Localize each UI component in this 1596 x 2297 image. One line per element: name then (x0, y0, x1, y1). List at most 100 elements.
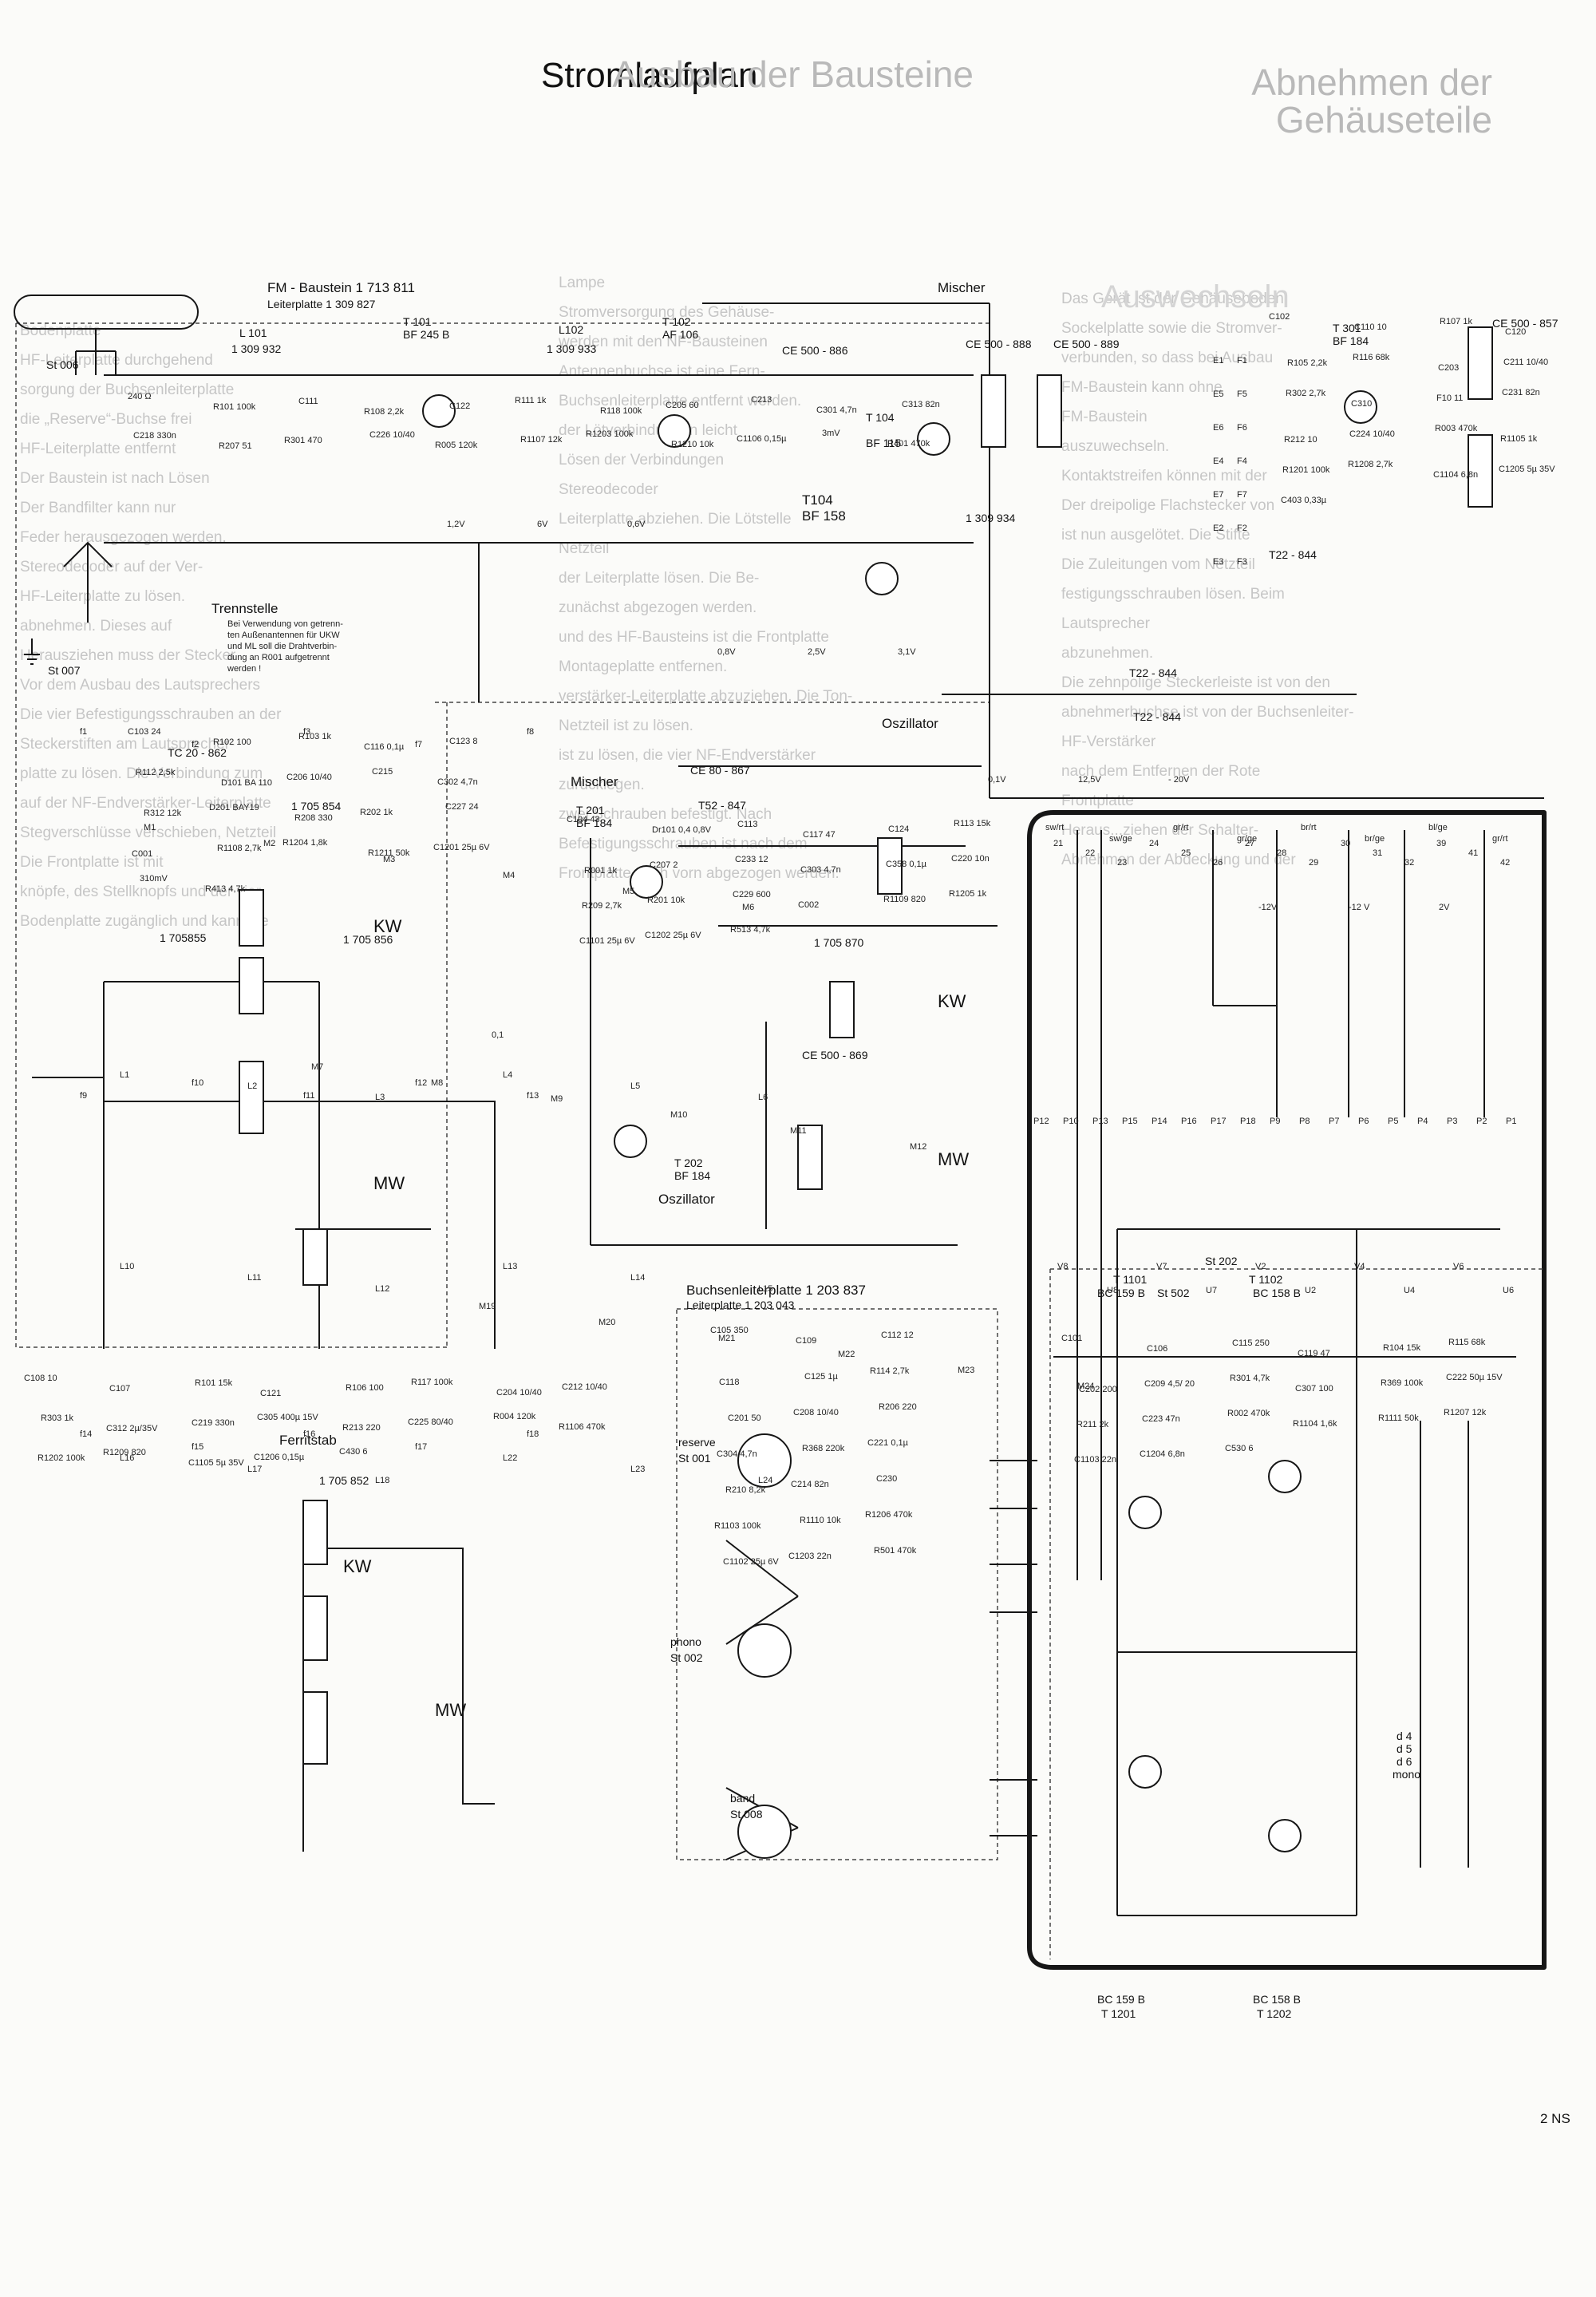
t201-label: T 201 (576, 804, 605, 816)
component-c111-14: C111 (298, 397, 318, 406)
ghost-line-45: platte zu lösen. Die Verbindung zum (20, 765, 263, 782)
component-c123-8-29: C123 8 (449, 737, 477, 746)
component-c1205-5-35v-138: C1205 5µ 35V (1499, 465, 1555, 474)
component-r118-100k-42: R118 100k (600, 406, 642, 416)
terminal-l24: L24 (758, 1476, 772, 1485)
ghost-line-39: Die vier Befestigungsschrauben an der (20, 706, 282, 723)
component-r369-100k-74: R369 100k (1381, 1378, 1424, 1388)
terminal-f16: f16 (303, 1429, 315, 1439)
t104-type: BF 115 (866, 437, 901, 449)
terminal-m9: M9 (551, 1094, 563, 1104)
ghost-line-29: Die Zuleitungen vom Netzteil (1061, 556, 1255, 573)
component-r001-1k-44: R001 1k (584, 866, 617, 876)
terminal-f8: f8 (527, 727, 534, 737)
component-c119-47-25: C119 47 (1298, 1349, 1330, 1358)
ghost-line-10: Antennenbuchse ist eine Fern- (559, 363, 765, 380)
ghost-line-57: knöpfe, des Stellknopfs und der vier (20, 884, 262, 900)
terminal-e7: E7 (1213, 490, 1223, 500)
am-antenna (24, 541, 113, 665)
switch-d6: d 6 (1396, 1755, 1412, 1768)
component-310mv-141: 310mV (140, 874, 168, 884)
component-c121-27: C121 (260, 1389, 281, 1398)
component-c102-5: C102 (1269, 312, 1290, 322)
ghost-line-6: sorgung der Buchsenleiterplatte (20, 382, 234, 398)
terminal-p10: P10 (1063, 1117, 1079, 1126)
ferrit-title: Ferritstab (279, 1433, 337, 1448)
component-r1109-820-114: R1109 820 (883, 895, 926, 904)
terminal-l1: L1 (120, 1070, 129, 1080)
pin-24: 24 (1149, 839, 1159, 848)
t1102-label: T 1102 (1249, 1273, 1283, 1286)
terminal-m10: M10 (670, 1110, 687, 1120)
terminal-m19: M19 (479, 1302, 496, 1311)
trennstelle-note-1: ten Außenantennen für UKW (227, 631, 340, 640)
din-sockets (737, 1433, 792, 1859)
voltage-11: 2V (1439, 903, 1450, 912)
ghost-line-43: verstärker-Leiterplatte abzuziehen. Die … (559, 688, 852, 705)
voltage-1: 6V (537, 520, 548, 529)
t1201-label: T 1201 (1101, 2007, 1136, 2020)
component-c224-10-40-96: C224 10/40 (1349, 429, 1395, 439)
terminal-l6: L6 (758, 1093, 768, 1102)
ghost-line-50: nach dem Entfernen der Rote (1061, 763, 1260, 780)
component-c124-30: C124 (888, 824, 909, 834)
ghost-heading-ausbau: Ausbau der Bausteine (612, 53, 974, 95)
ghost-line-1: Lampe (559, 275, 605, 291)
component-c212-10-40-55: C212 10/40 (562, 1382, 607, 1392)
ghost-line-40: Montageplatte entfernen. (559, 658, 727, 675)
terminal-v2: V2 (1255, 1262, 1266, 1271)
transistor-t1101-symbol (1128, 1496, 1162, 1529)
terminal-u2: U2 (1305, 1286, 1316, 1295)
pin-27: 27 (1245, 839, 1254, 848)
terminal-v7: V7 (1156, 1262, 1167, 1271)
t1202-label: T 1202 (1257, 2007, 1292, 2020)
amp-inner-frame (1049, 1268, 1544, 1959)
labels: FM - Baustein 1 713 811 Leiterplatte 1 3… (46, 280, 1570, 2126)
voltage-7: 12,5V (1078, 775, 1101, 785)
component-r1111-50k-116: R1111 50k (1378, 1413, 1419, 1423)
terminal-f2: f2 (192, 740, 199, 749)
st502-label: St 502 (1157, 1287, 1190, 1299)
ghost-line-52: zurücklegen. (559, 777, 645, 793)
component-c358-0-1-72: C358 0,1µ (886, 860, 927, 869)
ghost-line-60: Bodenplatte zugänglich und kann die (20, 913, 269, 930)
component-c530-6-144: C530 6 (1225, 1444, 1253, 1453)
ghost-line-12: HF-Leiterplatte entfernt (20, 441, 176, 457)
terminal-l4: L4 (503, 1070, 512, 1080)
terminal-f1: f1 (80, 727, 87, 737)
component-c230-101: C230 (876, 1474, 897, 1484)
component-r1203-100k-119: R1203 100k (586, 429, 634, 439)
pin-21: 21 (1053, 839, 1063, 848)
ghost-line-19: Lösen der Verbindungen (559, 452, 724, 468)
voltage-4: 2,5V (808, 647, 826, 657)
terminal-f9: f9 (80, 1091, 87, 1101)
t102-type: AF 106 (662, 328, 698, 341)
transistor-t202-symbol (614, 1125, 647, 1158)
component-c307-100-67: C307 100 (1295, 1384, 1333, 1394)
component-c222-50-15v-81: C222 50µ 15V (1446, 1373, 1503, 1382)
component-c108-10-6: C108 10 (24, 1374, 57, 1383)
transistor-t104-symbol (917, 422, 950, 456)
component-d201-bay19-78: D201 BAY19 (209, 803, 259, 812)
terminal-p13: P13 (1092, 1117, 1108, 1126)
terminal-f6: F6 (1237, 423, 1247, 433)
pin-25: 25 (1181, 848, 1191, 858)
transistor-t102-symbol (658, 414, 691, 448)
st001-label: St 001 (678, 1452, 711, 1465)
component-c223-47n-95: C223 47n (1142, 1414, 1180, 1424)
component-c312-2-35v-69: C312 2µ/35V (106, 1424, 158, 1433)
component-c1206-0-15-139: C1206 0,15µ (254, 1453, 305, 1462)
component-r413-4-7k-148: R413 4,7k (205, 884, 246, 894)
ghost-line-20: Kontaktstreifen können mit der (1061, 468, 1267, 484)
pin-39: 39 (1436, 839, 1446, 848)
component-r107-1k-19: R107 1k (1440, 317, 1472, 326)
component-r1108-2-7k-113: R1108 2,7k (217, 844, 262, 853)
ce889-label: CE 500 - 889 (1053, 338, 1120, 350)
l102-part: 1 309 933 (547, 342, 596, 355)
component-c109-10: C109 (796, 1336, 816, 1346)
terminal-u8: U8 (1107, 1286, 1118, 1295)
terminal-m12: M12 (910, 1142, 926, 1152)
ghost-line-61: Frontplatte nach vorn abgezogen werden. (559, 865, 839, 882)
terminal-l23: L23 (630, 1465, 645, 1474)
